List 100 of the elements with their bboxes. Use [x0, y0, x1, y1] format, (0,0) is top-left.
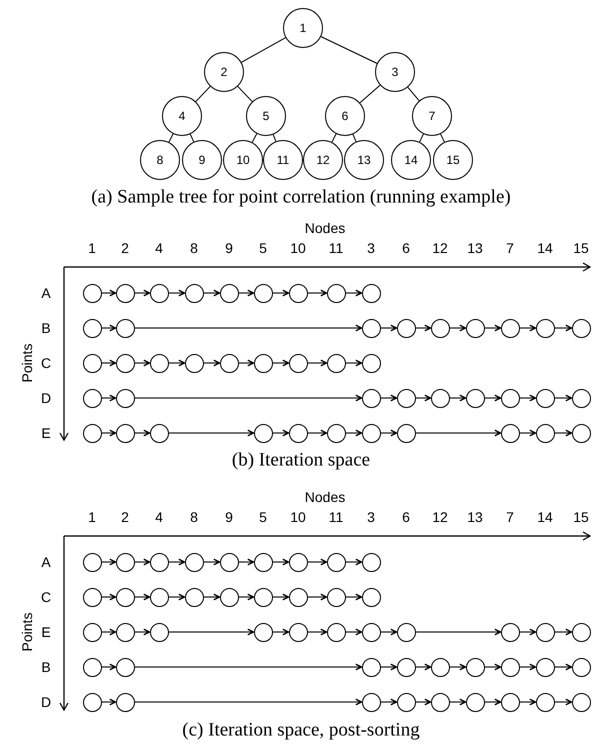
row-label: B: [41, 660, 51, 674]
arrow: [168, 290, 186, 296]
arrow: [415, 664, 432, 670]
tree-edge: [252, 133, 258, 143]
arrow: [238, 290, 254, 296]
row-label: A: [41, 286, 51, 300]
column-label: 8: [190, 510, 198, 524]
column-label: 14: [537, 241, 553, 255]
axis-title: Nodes: [304, 221, 346, 235]
arrow: [307, 360, 328, 366]
arrow: [519, 430, 536, 436]
tree-edge: [352, 134, 357, 142]
arrow: [554, 394, 572, 402]
arrow: [554, 664, 572, 670]
arrow: [272, 558, 290, 566]
arrow: [345, 558, 362, 566]
arrow: [380, 698, 398, 706]
axis-title: Points: [20, 612, 34, 652]
arrow: [134, 290, 150, 296]
column-label: 6: [402, 241, 410, 255]
column-label: 15: [573, 241, 589, 255]
arrow: [203, 558, 220, 566]
tree-edge: [195, 86, 211, 102]
arrow: [272, 290, 290, 296]
arrow: [380, 664, 398, 670]
arrow: [203, 360, 220, 366]
arrow: [449, 394, 466, 402]
column-label: 15: [573, 510, 589, 524]
arrow: [519, 664, 536, 670]
arrow: [101, 558, 116, 566]
tree-edge: [190, 134, 194, 142]
arrow: [415, 628, 502, 636]
arrow: [238, 594, 254, 600]
tree-edge: [331, 133, 337, 143]
arrow: [168, 628, 254, 636]
column-label: 13: [467, 241, 483, 255]
arrow: [345, 628, 362, 636]
column-label: 1: [88, 510, 96, 524]
arrow: [238, 558, 254, 566]
column-label: 4: [155, 510, 163, 524]
column-label: 12: [432, 241, 448, 255]
tree-edge: [240, 37, 286, 63]
arrow: [307, 628, 328, 636]
arrow: [380, 628, 398, 636]
row-label: C: [40, 590, 52, 604]
row-label: A: [41, 555, 51, 569]
arrow: [101, 664, 116, 670]
arrow: [449, 698, 466, 706]
arrow: [134, 628, 150, 636]
column-label: 14: [537, 510, 553, 524]
arrow: [345, 430, 362, 436]
arrow: [101, 394, 116, 402]
column-label: 9: [225, 241, 233, 255]
arrow: [134, 664, 362, 670]
arrow: [101, 430, 116, 436]
arrow: [101, 324, 116, 332]
column-label: 6: [402, 510, 410, 524]
column-label: 3: [367, 241, 375, 255]
arrow: [101, 290, 116, 296]
column-label: 1: [88, 241, 96, 255]
tree-edge: [320, 36, 378, 64]
arrow: [484, 664, 502, 670]
arrow: [554, 324, 572, 332]
arrow: [134, 698, 362, 706]
arrow: [134, 394, 362, 402]
column-label: 2: [121, 241, 129, 255]
arrow: [519, 324, 536, 332]
column-label: 10: [290, 241, 306, 255]
row-label: E: [41, 625, 51, 639]
column-label: 2: [121, 510, 129, 524]
arrow: [101, 594, 116, 600]
arrow: [101, 360, 116, 366]
tree-edge: [272, 134, 276, 142]
row-label: D: [40, 695, 52, 709]
arrow: [168, 360, 186, 366]
tree-edge: [237, 86, 253, 102]
arrow: [484, 324, 502, 332]
arrow: [134, 324, 362, 332]
axis-title: Nodes: [304, 490, 346, 504]
arrow: [203, 594, 220, 600]
arrow: [238, 360, 254, 366]
arrow: [134, 430, 150, 436]
arrow: [345, 290, 362, 296]
arrow: [101, 698, 116, 706]
arrow: [380, 324, 398, 332]
figure-caption: (c) Iteration space, post-sorting: [182, 720, 420, 740]
arrow: [307, 558, 328, 566]
arrow: [519, 628, 536, 636]
column-label: 4: [155, 241, 163, 255]
column-label: 11: [328, 510, 344, 524]
arrow: [272, 360, 290, 366]
arrow: [449, 324, 466, 332]
arrow: [307, 290, 328, 296]
figure-caption: (a) Sample tree for point correlation (running example): [91, 188, 511, 206]
arrow: [380, 394, 398, 402]
arrow: [415, 394, 432, 402]
row-label: D: [40, 391, 52, 405]
arrow: [168, 558, 186, 566]
arrow: [415, 698, 432, 706]
arrow: [519, 394, 536, 402]
